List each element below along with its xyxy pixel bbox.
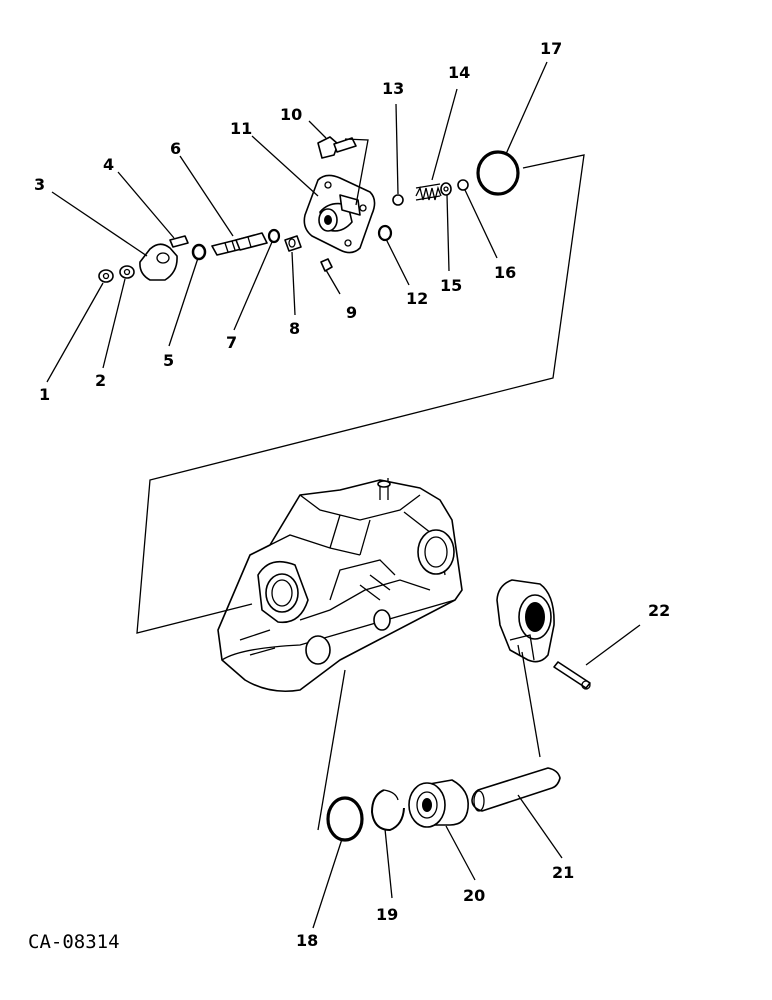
part-11-valve-body bbox=[303, 174, 376, 254]
part-19-split-ring bbox=[371, 789, 405, 831]
part-21-shaft bbox=[471, 767, 561, 812]
part-8-sleeve bbox=[284, 235, 302, 252]
callout-labels: 1 2 3 4 5 6 7 8 9 10 11 12 13 14 15 16 1… bbox=[34, 39, 670, 950]
part-10-bolt bbox=[317, 136, 357, 159]
callout-9: 9 bbox=[346, 303, 357, 322]
callout-7: 7 bbox=[226, 333, 237, 352]
callout-3: 3 bbox=[34, 175, 45, 194]
part-20-bushing bbox=[408, 779, 469, 828]
callout-4: 4 bbox=[103, 155, 114, 174]
callout-12: 12 bbox=[406, 289, 428, 308]
callout-22: 22 bbox=[648, 601, 670, 620]
part-1-nut bbox=[98, 269, 114, 283]
callout-14: 14 bbox=[448, 63, 470, 82]
part-16-nut bbox=[457, 179, 469, 191]
part-5-o-ring bbox=[191, 243, 207, 261]
part-14-spring bbox=[415, 183, 442, 201]
part-2-washer bbox=[119, 265, 135, 279]
lever-assembly bbox=[496, 579, 555, 663]
part-13-ball bbox=[392, 194, 404, 206]
part-15-washer bbox=[440, 182, 452, 196]
callout-13: 13 bbox=[382, 79, 404, 98]
housing-casting bbox=[217, 478, 463, 693]
callout-18: 18 bbox=[296, 931, 318, 950]
part-12-o-ring bbox=[377, 224, 393, 242]
callout-19: 19 bbox=[376, 905, 398, 924]
part-7-ring bbox=[267, 228, 281, 244]
drawing-code: CA-08314 bbox=[28, 931, 120, 953]
callout-8: 8 bbox=[289, 319, 300, 338]
part-18-snap-ring bbox=[326, 796, 364, 842]
part-3-cap bbox=[139, 243, 178, 281]
callout-21: 21 bbox=[552, 863, 574, 882]
callout-6: 6 bbox=[170, 139, 181, 158]
callout-16: 16 bbox=[494, 263, 516, 282]
part-4-pin bbox=[169, 235, 189, 248]
callout-20: 20 bbox=[463, 886, 485, 905]
callout-5: 5 bbox=[163, 351, 174, 370]
callout-2: 2 bbox=[95, 371, 106, 390]
valve-assembly-group bbox=[98, 136, 520, 283]
part-22-cotter-pin bbox=[553, 661, 591, 690]
callout-11: 11 bbox=[230, 119, 252, 138]
part-17-seal-ring bbox=[476, 150, 520, 196]
leader-lines bbox=[46, 61, 641, 929]
callout-17: 17 bbox=[540, 39, 562, 58]
callout-1: 1 bbox=[39, 385, 50, 404]
assembly-lines bbox=[136, 138, 585, 831]
callout-15: 15 bbox=[440, 276, 462, 295]
part-6-spool bbox=[211, 232, 268, 256]
callout-10: 10 bbox=[280, 105, 302, 124]
part-9-plug bbox=[320, 258, 333, 272]
